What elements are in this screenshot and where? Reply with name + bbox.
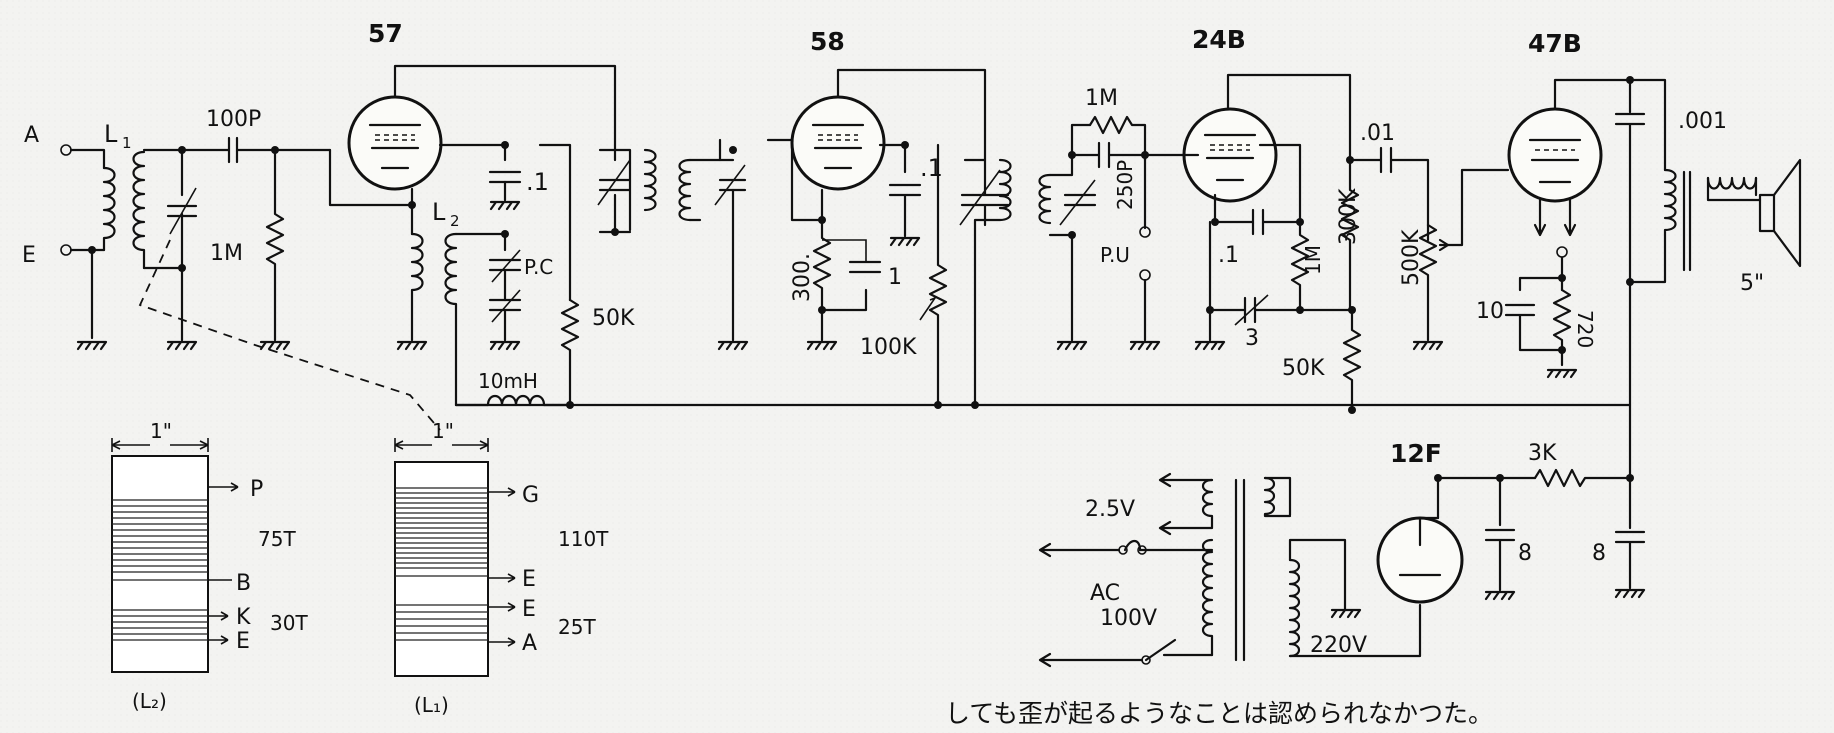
coil-l1-turns-25: 25T: [558, 615, 596, 639]
res-3k-label: 3K: [1528, 441, 1557, 466]
antenna-terminal-label: A: [24, 123, 39, 148]
v25-label: 2.5V: [1085, 497, 1135, 522]
cap-100p-label: 100P: [206, 107, 261, 132]
cap-0001-label: .001: [1678, 109, 1727, 134]
plate-resistor-300k: [1340, 158, 1360, 312]
coil-l1-width: 1": [432, 419, 454, 443]
coupling-cap-01: [1379, 146, 1393, 174]
cathode-resistor-1m: [1290, 220, 1310, 312]
cap-250p-label: 250P: [1113, 160, 1137, 210]
res-50k-label: 50K: [592, 306, 635, 331]
tube-47b: 47B .01 500K .001 10 720: [1348, 29, 1727, 407]
output-transformer: 5": [1626, 158, 1802, 296]
pu-label: P.U: [1100, 243, 1130, 267]
earth-terminal-label: E: [22, 243, 36, 268]
antenna-input: A E L 1: [22, 120, 198, 351]
coil-l2-tap-b: B: [236, 571, 251, 596]
res-100k-label: 100K: [860, 335, 917, 360]
coil-l2-tap-p: P: [250, 477, 263, 502]
choke-label: 10mH: [478, 369, 538, 393]
volume-pot-500k: [1418, 223, 1438, 342]
tube-24b-label: 24B: [1192, 25, 1246, 54]
cathode-resistor-720: [1552, 288, 1572, 367]
v100-label: 100V: [1100, 606, 1157, 631]
tube-47b-label: 47B: [1528, 29, 1582, 58]
coil-l1-tap-e2: E: [522, 597, 536, 622]
l2-secondary: P.C 10mH: [444, 230, 572, 407]
coil-l1-tap-g: G: [522, 483, 539, 508]
cap-01-label: .1: [526, 168, 549, 196]
coil-l1-diagram: 1" G 110T E E 25T A (L₁): [394, 419, 609, 717]
decoupling-resistor-50k: [1342, 308, 1362, 412]
l2-subscript: 2: [450, 212, 460, 230]
power-switch: [1144, 638, 1214, 662]
grid-leak-1m: [1088, 115, 1147, 162]
coil-l2-width: 1": [150, 419, 172, 443]
v220-label: 220V: [1310, 633, 1367, 658]
res-720-label: 720: [1573, 310, 1597, 348]
cap-8a-label: 8: [1518, 541, 1532, 566]
res-300k-label: 300K: [1336, 188, 1361, 245]
b-plus-rail: [454, 403, 1632, 482]
tuning-capacitor-1: [166, 204, 198, 218]
res-50k-b-label: 50K: [1282, 356, 1325, 381]
coil-l1-tap-e1: E: [522, 567, 536, 592]
coil-l2-tap-k: K: [236, 605, 251, 630]
grid-coupling: 100P 1M: [180, 107, 332, 351]
coil-l2-turns-30: 30T: [270, 611, 308, 635]
res-1m-det-label: 1M: [1085, 86, 1118, 111]
tube-57-label: 57: [368, 19, 403, 48]
coil-l2-diagram: 1" P 75T B K 30T E (L₂): [111, 419, 308, 713]
cap-01c: [1251, 208, 1265, 236]
coil-l1-caption: (L₁): [414, 693, 449, 717]
l1-subscript: 1: [122, 134, 132, 152]
if-transformer-1: [597, 148, 657, 236]
coil-l2-turns-75: 75T: [258, 527, 296, 551]
cap-10-label: 10: [1476, 299, 1504, 324]
if-transformer-2: [959, 148, 1097, 409]
coil-l2-caption: (L₂): [132, 689, 167, 713]
tube-58-label: 58: [810, 27, 845, 56]
l1-label: L: [104, 120, 118, 148]
cap-01b-label: .1: [920, 154, 943, 182]
res-1m-c-label: 1M: [1301, 245, 1325, 275]
plate-resistor-50k: [560, 298, 580, 407]
cap-8b-label: 8: [1592, 541, 1606, 566]
coupling-capacitor-100p: [227, 136, 239, 164]
l1-primary-coil: [102, 166, 116, 252]
pc-label: P.C: [524, 255, 553, 279]
coil-l1-turns-110: 110T: [558, 527, 609, 551]
footer-caption: しても歪が起るようなことは認められなかつた。: [945, 699, 1493, 728]
l1-secondary-coil: [132, 150, 146, 270]
tube-12f-label: 12F: [1390, 439, 1442, 468]
cap-3: [1243, 296, 1257, 324]
coil-l1-tap-a: A: [522, 631, 537, 656]
tube-58: 58 300. 1 .1 100K: [678, 27, 987, 409]
res-300-label: 300.: [790, 253, 815, 302]
grid-resistor-1m: [265, 148, 285, 342]
cap-001-label: .01: [1360, 121, 1395, 146]
tube-24b: 24B 1M 250P P.U .1 1M 3 300: [1068, 25, 1362, 414]
l2-primary-coil: [410, 232, 424, 342]
l2-label: L: [432, 198, 446, 226]
cap-250p: [1097, 141, 1111, 169]
res-1m-label: 1M: [210, 241, 243, 266]
res-500k-label: 500K: [1399, 229, 1424, 286]
tube-57: 57 L 2 .1 50K: [328, 19, 635, 407]
ac-label: AC: [1090, 581, 1120, 606]
cap-01c-label: .1: [1218, 243, 1239, 268]
filter-resistor-3k: [1533, 468, 1632, 488]
coil-l2-tap-e: E: [236, 629, 250, 654]
speaker-label: 5": [1740, 271, 1764, 296]
power-supply: 12F 2.5V AC 100V 220V 3K 8 8: [1038, 439, 1646, 668]
cap-3-label: 3: [1245, 326, 1259, 351]
speaker-icon: [1758, 158, 1802, 268]
cap-1-label: 1: [888, 265, 902, 290]
